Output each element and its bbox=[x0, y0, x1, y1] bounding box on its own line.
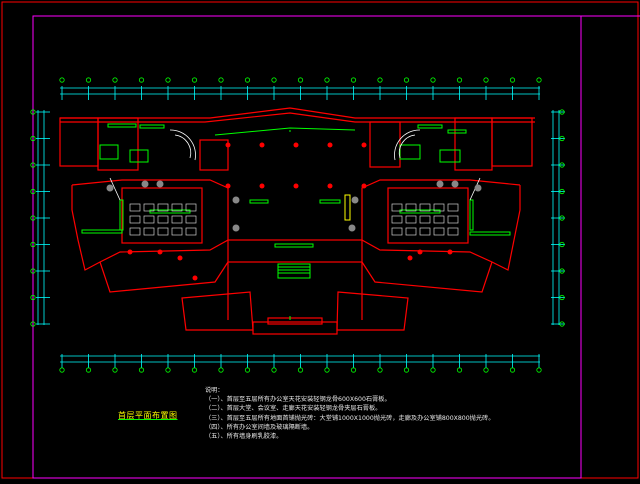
top-dimension-line bbox=[59, 77, 542, 100]
note-4: （四）、所有办公室间墙及玻璃隔断墙。 bbox=[205, 423, 314, 431]
note-2: （二）、首层大堂、会议室、走廊天花安装轻钢龙骨夹层石膏板。 bbox=[205, 405, 382, 413]
left-dimension-line bbox=[30, 109, 50, 327]
right-dimension-line bbox=[551, 109, 565, 327]
reception-counter bbox=[344, 194, 351, 221]
building-walls bbox=[59, 107, 535, 335]
plant-decorations bbox=[106, 180, 482, 232]
note-1: （一）、首层至五层所有办公室天花安装轻钢龙骨600X600石膏板。 bbox=[205, 396, 391, 404]
drawing-title: 首层平面布置图 bbox=[118, 411, 178, 420]
bottom-dimension-line bbox=[59, 354, 542, 373]
note-5: （五）、所有墙身刷乳胶漆。 bbox=[205, 433, 283, 441]
stair-cases bbox=[109, 129, 481, 201]
note-3: （三）、首层至五层所有地面首铺抛光砖：大堂铺1000X1000抛光砖，走廊及办公… bbox=[205, 414, 495, 422]
furniture-layout bbox=[81, 123, 511, 279]
office-desks bbox=[129, 203, 459, 236]
notes-heading: 说明： bbox=[205, 387, 224, 394]
structural-columns bbox=[127, 142, 453, 281]
design-notes: 说明： （一）、首层至五层所有办公室天花安装轻钢龙骨600X600石膏板。 （二… bbox=[205, 386, 494, 441]
